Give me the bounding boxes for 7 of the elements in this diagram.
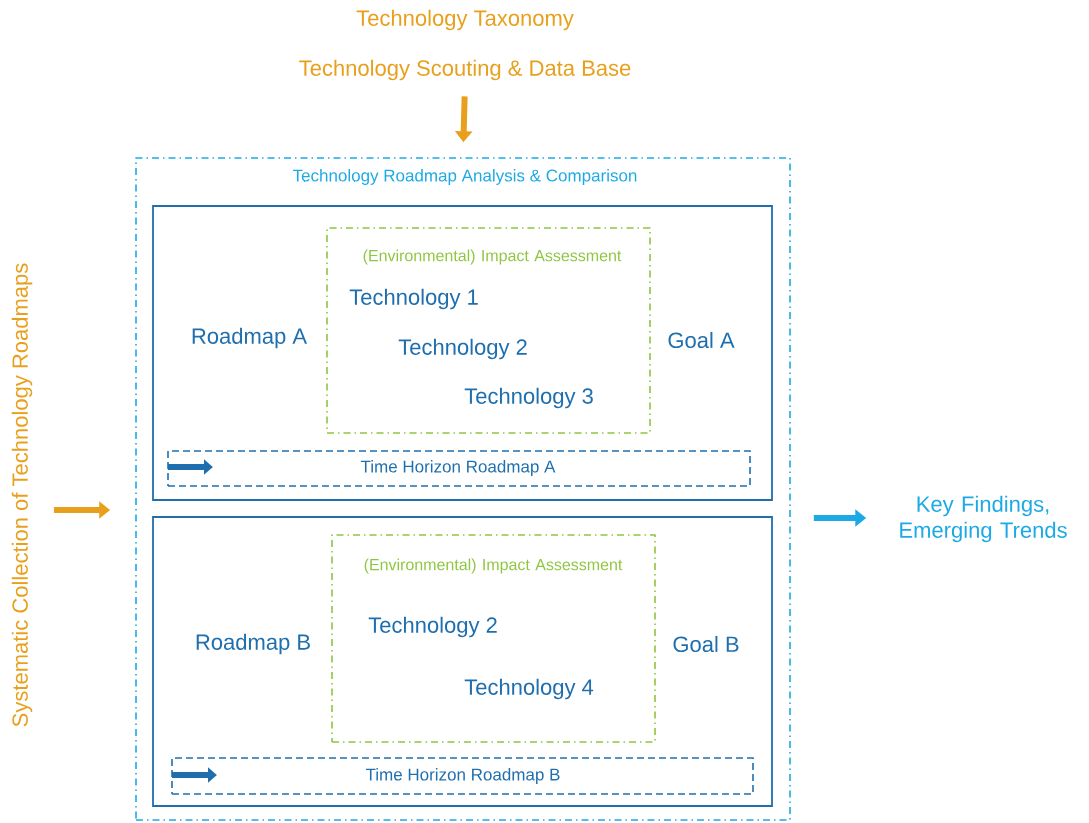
assessment-box: (Environmental) Impact Assessment Technology 2 Technology 4 — [331, 534, 656, 743]
side-text: Systematic Collection of Technology Roadmaps — [11, 263, 33, 727]
time-horizon-box: Time Horizon Roadmap B — [171, 757, 754, 795]
heading-text: Technology Taxonomy Technology Scouting & Data Base — [299, 9, 631, 81]
time-horizon-box: Time Horizon Roadmap A — [167, 450, 751, 487]
result-text: Key Findings, Emerging Trends — [900, 495, 1067, 543]
assessment-box: (Environmental) Impact Assessment Technology 1 Technology 2 Technology 3 — [326, 227, 651, 434]
